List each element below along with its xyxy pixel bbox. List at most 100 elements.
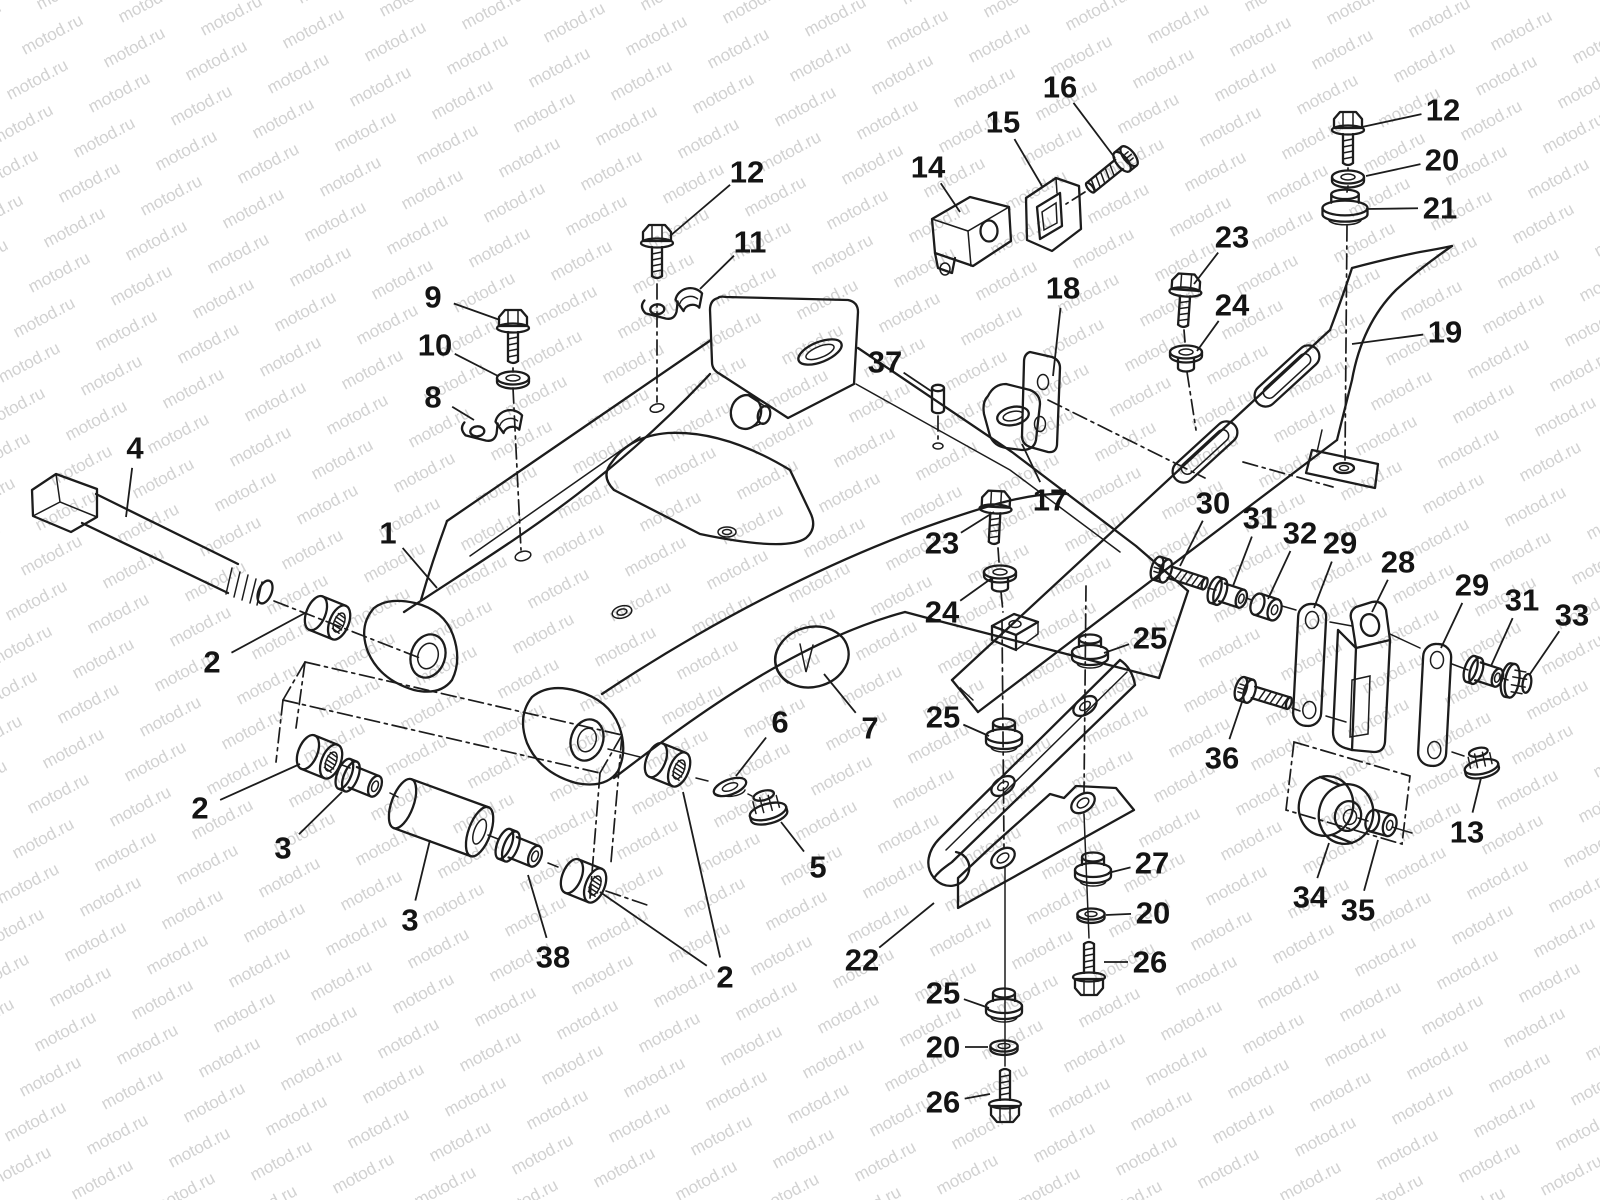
watermark-text: motod.ru xyxy=(509,609,577,657)
watermark-text: motod.ru xyxy=(883,5,951,53)
watermark-text: motod.ru xyxy=(122,216,190,264)
callout-leader-line xyxy=(683,792,720,957)
callout-number: 25 xyxy=(926,700,960,735)
callout-number: 15 xyxy=(986,105,1020,140)
watermark-text: motod.ru xyxy=(875,288,943,336)
watermark-text: motod.ru xyxy=(1433,945,1501,993)
watermark-text: motod.ru xyxy=(756,127,824,175)
watermark-text: motod.ru xyxy=(584,384,652,432)
axis-segments xyxy=(1292,708,1464,756)
guard-mount-boss xyxy=(727,392,765,433)
watermark-text: motod.ru xyxy=(562,191,630,239)
watermark-text: motod.ru xyxy=(40,203,108,251)
watermark-text: motod.ru xyxy=(293,480,361,528)
callout-number: 19 xyxy=(1428,315,1462,350)
watermark-text: motod.ru xyxy=(18,10,86,58)
watermark-text: motod.ru xyxy=(46,962,114,1010)
watermark-text: motod.ru xyxy=(344,1104,412,1152)
callout-number: 32 xyxy=(1283,516,1317,551)
part-rear-bracket-17 xyxy=(984,384,1041,450)
watermark-text: motod.ru xyxy=(942,346,1010,394)
callout-number: 29 xyxy=(1323,526,1357,561)
watermark-text: motod.ru xyxy=(807,751,875,799)
callout-leader-line xyxy=(1364,840,1378,891)
watermark-text: motod.ru xyxy=(159,364,227,412)
callout-number: 7 xyxy=(861,711,878,746)
watermark-text: motod.ru xyxy=(337,866,405,914)
watermark-text: motod.ru xyxy=(868,50,936,98)
watermark-text: motod.ru xyxy=(1390,38,1458,86)
watermark-text: motod.ru xyxy=(1478,810,1546,858)
watermark-text: motod.ru xyxy=(197,0,265,40)
watermark-text: motod.ru xyxy=(1486,527,1554,575)
watermark-text: motod.ru xyxy=(308,435,376,483)
watermark-text: motod.ru xyxy=(1031,597,1099,645)
watermark-text: motod.ru xyxy=(1321,1022,1389,1070)
watermark-text: motod.ru xyxy=(1515,958,1583,1006)
watermark-text: motod.ru xyxy=(219,184,287,232)
watermark-text: motod.ru xyxy=(859,854,927,902)
watermark-text: motod.ru xyxy=(77,351,145,399)
watermark-text: motod.ru xyxy=(1278,115,1346,163)
adjuster-axis xyxy=(1066,192,1085,204)
watermark-text: motod.ru xyxy=(61,917,129,965)
watermark-text: motod.ru xyxy=(688,590,756,638)
bolt-axis xyxy=(1184,330,1196,430)
watermark-text: motod.ru xyxy=(1135,803,1203,851)
watermark-text: motod.ru xyxy=(137,171,205,219)
watermark-text: motod.ru xyxy=(0,190,26,238)
watermark-text: motod.ru xyxy=(0,428,33,476)
callout-number: 30 xyxy=(1196,486,1230,521)
watermark-text: motod.ru xyxy=(1560,823,1600,871)
watermark-text: motod.ru xyxy=(784,1079,852,1127)
watermark-text: motod.ru xyxy=(1351,932,1419,980)
callout-leader-line xyxy=(455,354,498,376)
watermark-text: motod.ru xyxy=(1554,64,1600,112)
watermark-text: motod.ru xyxy=(1381,842,1449,890)
watermark-text: motod.ru xyxy=(346,62,414,110)
callout-number: 26 xyxy=(926,1085,960,1120)
callout-number: 28 xyxy=(1381,545,1415,580)
callout-number: 20 xyxy=(1136,896,1170,931)
watermark-text: motod.ru xyxy=(1187,906,1255,954)
callout-leader-line xyxy=(403,548,437,588)
watermark-text: motod.ru xyxy=(1306,1067,1374,1115)
watermark-text: motod.ru xyxy=(144,409,212,457)
watermark-text: motod.ru xyxy=(277,1046,345,1094)
watermark-text: motod.ru xyxy=(128,975,196,1023)
callout-leader-line xyxy=(1194,253,1218,284)
watermark-text: motod.ru xyxy=(1366,887,1434,935)
watermark-text: motod.ru xyxy=(54,679,122,727)
watermark-text: motod.ru xyxy=(0,711,25,759)
part-chain-adjuster-block xyxy=(932,197,1011,275)
watermark-text: motod.ru xyxy=(592,101,660,149)
watermark-text: motod.ru xyxy=(763,365,831,413)
watermark-text: motod.ru xyxy=(70,113,138,161)
watermark-text: motod.ru xyxy=(204,229,272,277)
watermark-text: motod.ru xyxy=(167,81,235,129)
watermark-text: motod.ru xyxy=(166,602,234,650)
bracket-axis-lines xyxy=(1048,400,1333,487)
watermark-text: motod.ru xyxy=(1568,540,1600,588)
watermark-text: motod.ru xyxy=(1367,366,1435,414)
watermark-text: motod.ru xyxy=(33,0,101,14)
watermark-text: motod.ru xyxy=(1241,0,1309,16)
watermark-text: motod.ru xyxy=(1531,392,1599,440)
watermark-text: motod.ru xyxy=(316,152,384,200)
watermark-text: motod.ru xyxy=(1247,726,1315,774)
callout-leader-line xyxy=(879,903,934,948)
watermark-text: motod.ru xyxy=(150,1168,218,1200)
watermark-text: motod.ru xyxy=(441,1072,509,1120)
watermark-text: motod.ru xyxy=(1254,964,1322,1012)
watermark-text: motod.ru xyxy=(495,133,563,181)
watermark-text: motod.ru xyxy=(510,88,578,136)
callout-leader-line xyxy=(452,407,474,420)
watermark-text: motod.ru xyxy=(389,969,457,1017)
watermark-text: motod.ru xyxy=(443,30,511,78)
watermark-text: motod.ru xyxy=(801,0,869,41)
bolt-axis xyxy=(998,548,1003,612)
callout-number: 34 xyxy=(1293,880,1328,915)
watermark-text: motod.ru xyxy=(1405,0,1473,42)
watermark-text: motod.ru xyxy=(866,1092,934,1140)
